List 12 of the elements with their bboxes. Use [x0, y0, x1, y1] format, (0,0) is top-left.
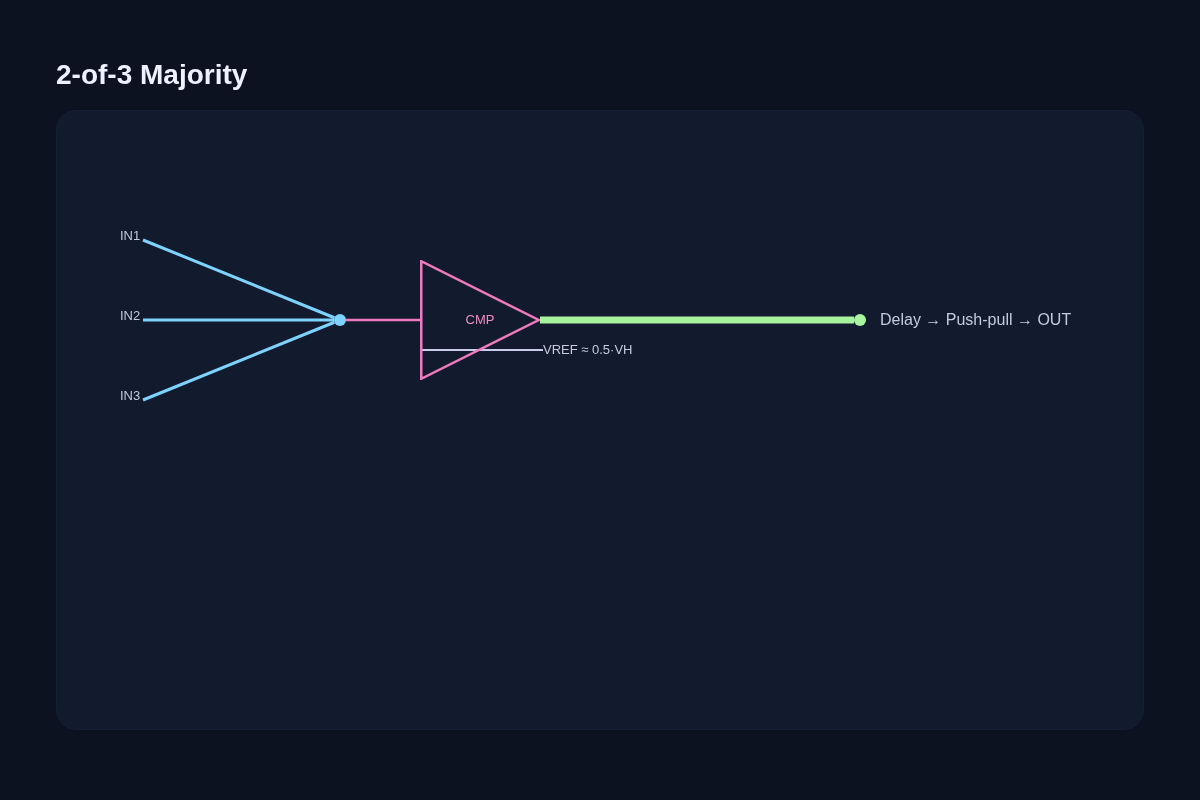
- input-label: IN1: [120, 228, 143, 244]
- reference-label: VREF ≈ 0.5·VH: [543, 342, 649, 358]
- wire: [143, 318, 334, 322]
- comparator-label: CMP: [465, 312, 495, 328]
- wire: [142, 238, 335, 320]
- diagram-title: 2-of-3 Majority: [56, 58, 248, 92]
- wire: [142, 320, 335, 402]
- annotation-text: Delay → Push-pull → OUT: [880, 310, 1072, 330]
- comparator-symbol: [420, 260, 540, 380]
- input-label: IN3: [120, 388, 143, 404]
- input-label: IN2: [120, 308, 143, 324]
- wire: [346, 318, 420, 322]
